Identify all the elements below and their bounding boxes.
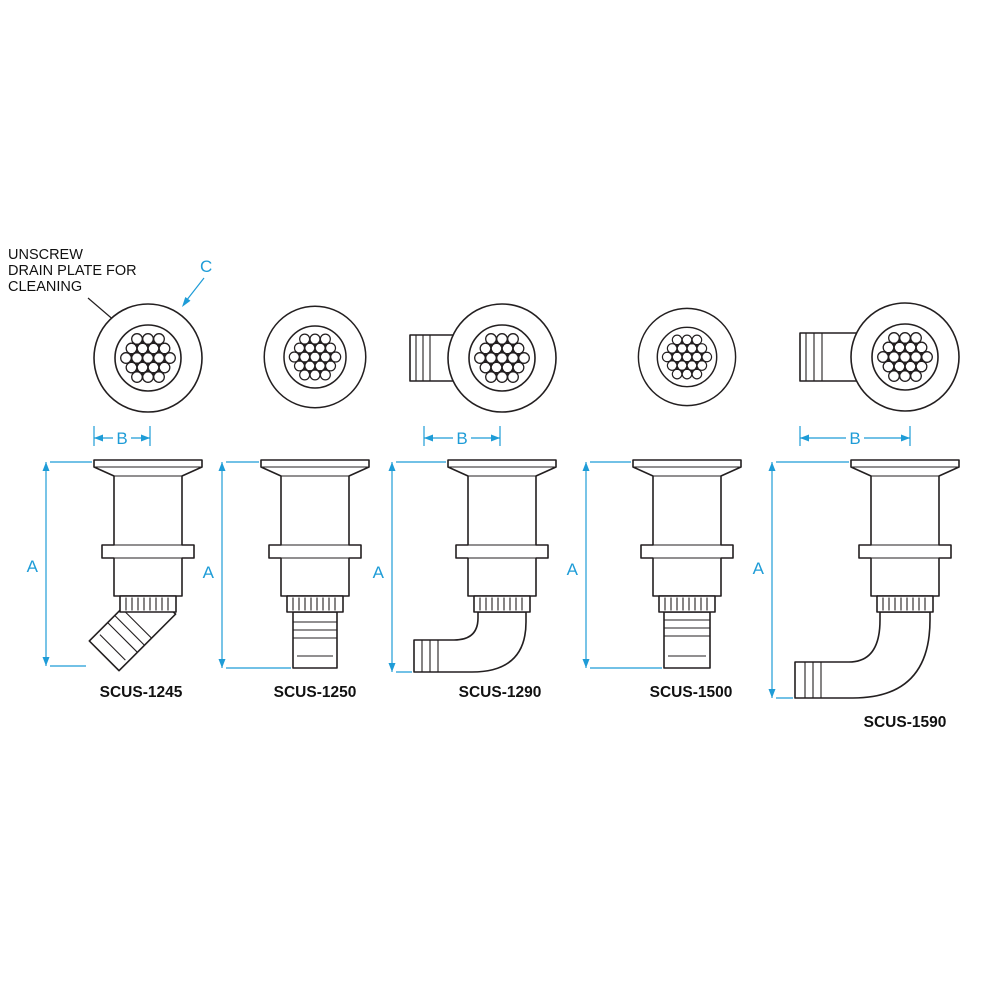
- dim-label-a-4: A: [567, 560, 579, 579]
- product-label-scus-1250: SCUS-1250: [274, 684, 357, 701]
- dim-label-a-5: A: [753, 559, 765, 578]
- side-view-scus-1245: [88, 459, 203, 672]
- top-view-scus-1245: [94, 304, 202, 412]
- product-label-scus-1290: SCUS-1290: [459, 684, 542, 701]
- dim-label-c: C: [200, 257, 212, 276]
- dim-a-scus-1245: A: [27, 461, 92, 667]
- dim-c-leader-arrow: [182, 297, 191, 307]
- dim-c-callout: C: [182, 257, 212, 307]
- side-view-scus-1250: [260, 459, 370, 669]
- top-view-scus-1290: [409, 304, 556, 412]
- dim-label-a-2: A: [203, 563, 215, 582]
- annotation-line-2: DRAIN PLATE FOR: [8, 263, 137, 279]
- dim-b-scus-1290: B: [423, 426, 501, 448]
- product-label-scus-1245: SCUS-1245: [100, 684, 183, 701]
- dim-label-a-1: A: [27, 557, 39, 576]
- top-view-scus-1590: [799, 303, 959, 411]
- dim-b-scus-1590: B: [799, 426, 911, 448]
- side-view-scus-1500: [632, 459, 742, 669]
- dim-label-b-1: B: [116, 429, 127, 448]
- top-view-scus-1500: [638, 308, 735, 405]
- dim-a-scus-1500: A: [567, 461, 662, 669]
- dim-label-b-3: B: [849, 429, 860, 448]
- unscrew-annotation: UNSCREW DRAIN PLATE FOR CLEANING: [8, 247, 137, 331]
- dim-a-scus-1290: A: [373, 461, 446, 673]
- dim-label-a-3: A: [373, 563, 385, 582]
- annotation-line-1: UNSCREW: [8, 247, 83, 263]
- dim-a-scus-1250: A: [203, 461, 291, 669]
- product-label-scus-1590: SCUS-1590: [864, 714, 947, 731]
- annotation-line-3: CLEANING: [8, 279, 82, 295]
- side-view-scus-1290: [413, 459, 557, 673]
- top-view-scus-1250: [264, 306, 366, 408]
- side-view-scus-1590: [794, 459, 960, 699]
- dim-label-b-2: B: [456, 429, 467, 448]
- dim-c-leader-line: [185, 277, 205, 302]
- dim-a-scus-1590: A: [753, 461, 849, 699]
- dim-b-scus-1245: B: [93, 426, 151, 448]
- product-label-scus-1500: SCUS-1500: [650, 684, 733, 701]
